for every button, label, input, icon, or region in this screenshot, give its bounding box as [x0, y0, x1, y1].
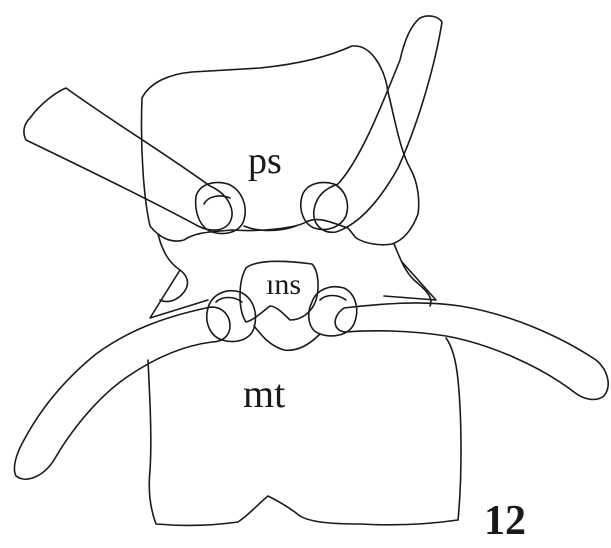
right-midcoxa-inner [320, 296, 346, 301]
left-coxa [196, 183, 246, 234]
right-foreleg [314, 16, 442, 232]
left-midcoxa-inner [216, 298, 242, 303]
mesothorax-label: mt [243, 374, 285, 414]
left-coxa-inner [204, 196, 230, 204]
prosternum-label: ps [248, 142, 282, 180]
left-foreleg [24, 88, 232, 230]
intersternite-label: ıns [266, 270, 301, 300]
mesothorax-plate [148, 338, 461, 525]
left-pleural-wedge [150, 270, 208, 318]
right-coxa [301, 183, 348, 230]
mesothorax-midline [254, 326, 320, 350]
left-pleural-sclerite [158, 234, 187, 302]
left-midleg [14, 307, 230, 479]
figure-number: 12 [484, 500, 526, 542]
right-midleg [335, 303, 608, 400]
right-midcoxa [309, 287, 357, 336]
